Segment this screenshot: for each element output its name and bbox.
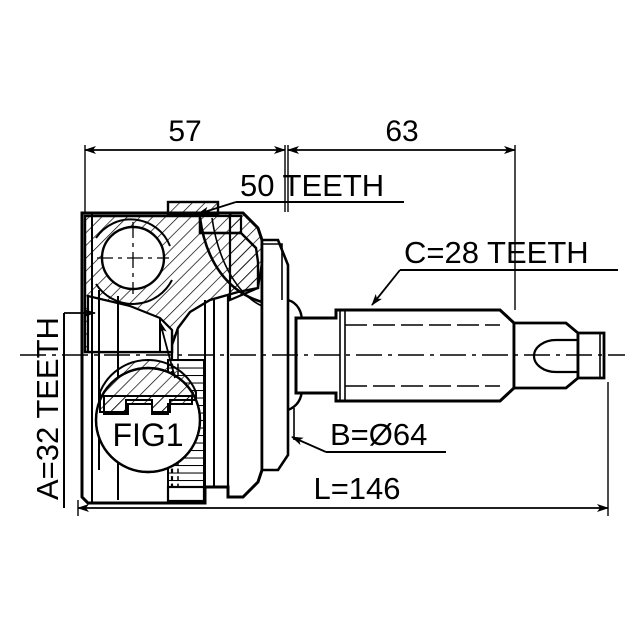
detail-callout-fig1-text: FIG1 [112,417,183,453]
dimension-63: 63 [287,115,516,310]
label-50-teeth: 50 TEETH [197,168,404,215]
dimension-overall-length-label: L=146 [313,471,400,506]
abs-tone-ring-block [166,200,220,217]
label-a-32-teeth-text: A=32 TEETH [30,317,65,500]
dimension-overall-length: L=146 [77,382,609,516]
label-a-32-teeth: A=32 TEETH [30,309,96,508]
detail-callout-fig1: FIG1 [94,321,202,474]
dimension-63-label: 63 [385,115,418,148]
dimension-57-label: 57 [168,115,201,148]
dimension-57: 57 [84,115,286,212]
label-50-teeth-text: 50 TEETH [240,168,384,203]
label-c-28-teeth: C=28 TEETH [371,235,618,306]
label-b-diameter: B=Ø64 [287,408,446,453]
label-c-28-teeth-text: C=28 TEETH [404,235,589,270]
label-b-diameter-text: B=Ø64 [330,417,427,452]
